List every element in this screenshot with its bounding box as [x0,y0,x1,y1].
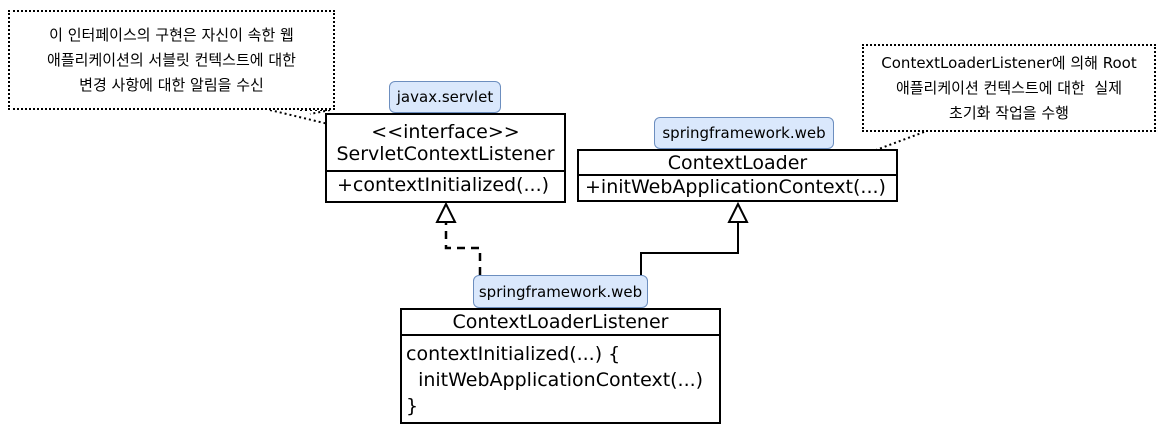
package-tag-context-loader-listener: springframework.web [473,275,648,308]
realization-edge [444,222,482,275]
servlet-context-listener-header: <<interface>> ServletContextListener [327,115,564,172]
method-label: +contextInitialized(...) [337,174,550,196]
loader-note-line: ContextLoaderListener에 의해 Root [881,53,1137,72]
generalization-edge [640,222,739,275]
servlet-note-line: 이 인터페이스의 구현은 자신이 속한 웹 [49,25,294,44]
context-loader-class: ContextLoader +initWebApplicationContext… [577,149,898,202]
context-loader-listener-header: ContextLoaderListener [402,310,719,336]
context-loader-listener-class: ContextLoaderListener contextInitialized… [400,308,721,424]
stereotype-label: <<interface>> [371,120,520,143]
code-line: contextInitialized(...) { [406,343,621,365]
generalization-arrowhead [727,201,749,223]
context-loader-header: ContextLoader [579,151,896,176]
servlet-context-listener-class: <<interface>> ServletContextListener +co… [325,113,566,203]
class-name: ServletContextListener [336,142,555,165]
class-name: ContextLoader [667,151,808,174]
package-tag-javax-servlet: javax.servlet [389,81,501,113]
package-tag-context-loader: springframework.web [654,117,834,149]
servlet-note-line: 변경 사항에 대한 알림을 수신 [79,75,264,94]
loader-note-pointer [875,131,925,151]
code-line: initWebApplicationContext(...) [406,369,704,391]
servlet-note-line: 애플리케이션의 서블릿 컨텍스트에 대한 [47,50,296,69]
context-loader-listener-body: contextInitialized(...) { initWebApplica… [402,336,719,419]
servlet-listener-note: 이 인터페이스의 구현은 자신이 속한 웹 애플리케이션의 서블릿 컨텍스트에 … [8,10,335,110]
servlet-note-callout [300,109,331,115]
loader-note-line: 초기화 작업을 수행 [949,103,1069,122]
realization-arrowhead [435,201,457,223]
class-name: ContextLoaderListener [452,311,669,333]
loader-note-line: 애플리케이션 컨텍스트에 대한 실제 [895,78,1123,97]
code-line: } [406,395,419,417]
method-label: +initWebApplicationContext(...) [585,176,886,198]
context-loader-note: ContextLoaderListener에 의해 Root 애플리케이션 컨텍… [862,44,1156,132]
context-loader-methods: +initWebApplicationContext(...) [579,176,896,198]
servlet-context-listener-methods: +contextInitialized(...) [327,172,564,196]
